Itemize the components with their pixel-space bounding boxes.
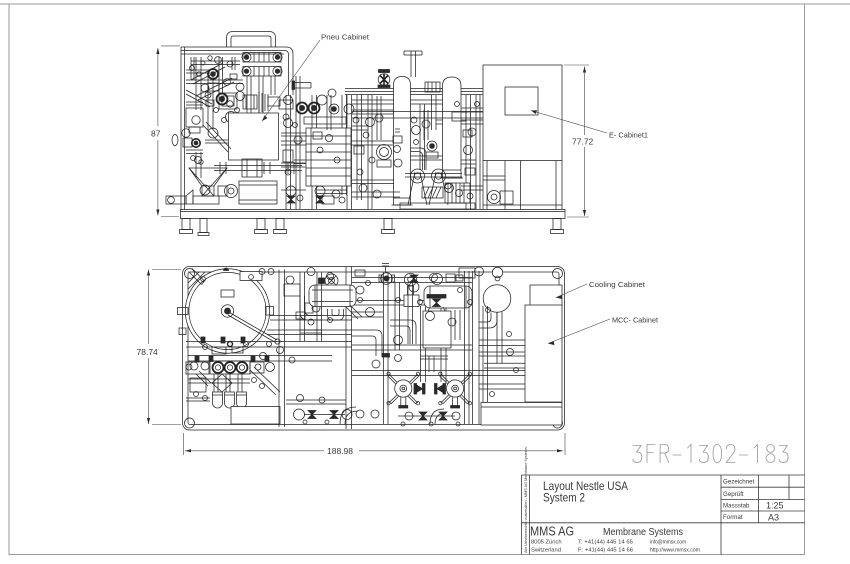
svg-text:info@mmsx.com: info@mmsx.com: [650, 540, 686, 546]
svg-text:F: +41(44) 445 14 66: F: +41(44) 445 14 66: [578, 548, 633, 554]
svg-text:Membrane Systems: Membrane Systems: [603, 527, 683, 538]
svg-text:Alle Urheberrechte vorbehalten: Alle Urheberrechte vorbehalten - MMS AG …: [524, 447, 528, 553]
svg-text:1:25: 1:25: [766, 501, 784, 511]
svg-text:Cooling Cabinet: Cooling Cabinet: [589, 280, 646, 289]
svg-text:http://www.mmsx.com: http://www.mmsx.com: [650, 548, 700, 554]
svg-text:MCC- Cabinet: MCC- Cabinet: [612, 316, 659, 325]
svg-text:System 2: System 2: [543, 491, 585, 505]
svg-text:77.72: 77.72: [572, 137, 594, 147]
svg-text:Massstab: Massstab: [723, 503, 750, 510]
svg-text:Pneu Cabinet: Pneu Cabinet: [321, 33, 370, 42]
svg-text:T: +41(44) 445 14 65: T: +41(44) 445 14 65: [578, 540, 633, 546]
svg-text:8005 Zürich: 8005 Zürich: [531, 540, 562, 546]
svg-text:Switzerland: Switzerland: [531, 548, 561, 554]
svg-text:Geprüft: Geprüft: [723, 491, 744, 498]
svg-text:Gezeichnet: Gezeichnet: [723, 479, 755, 486]
svg-text:MMS AG: MMS AG: [530, 525, 574, 539]
svg-text:78.74: 78.74: [137, 347, 159, 357]
svg-text:Format: Format: [723, 514, 743, 521]
svg-text:87: 87: [151, 129, 161, 139]
svg-text:E- Cabinet1: E- Cabinet1: [609, 131, 648, 140]
svg-text:A3: A3: [768, 513, 779, 523]
svg-text:188.98: 188.98: [327, 446, 353, 456]
svg-text:Layout Nestle USA: Layout Nestle USA: [543, 479, 628, 493]
